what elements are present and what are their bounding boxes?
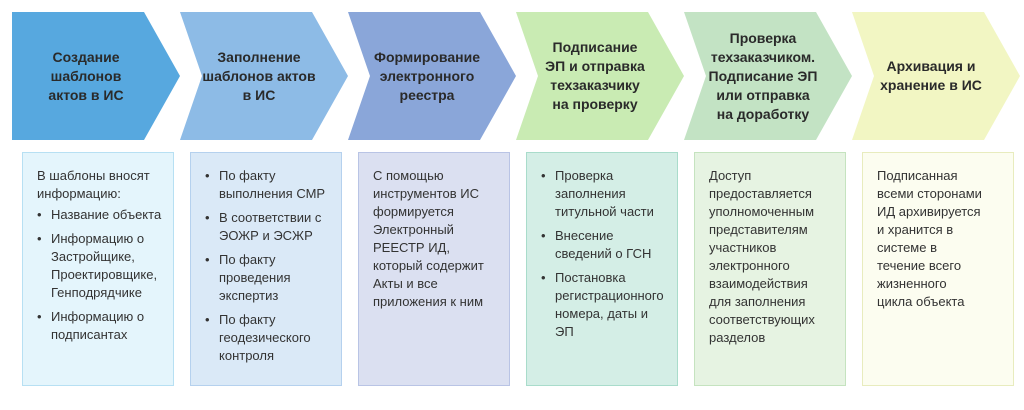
step-bullet-item: Информацию о подписантах — [37, 308, 165, 344]
step-arrow-3: Формирование электронного реестра — [348, 12, 518, 140]
step-bullet-list: Проверка заполнения титульной частиВнесе… — [541, 167, 669, 341]
chevron-arrow-fill — [348, 12, 516, 140]
step-description-box-6: Подписанная всеми сторонами ИД архивируе… — [862, 152, 1014, 386]
step-arrow-4: Подписание ЭП и отправка техзаказчику на… — [516, 12, 686, 140]
step-bullet-item: По факту выполнения СМР — [205, 167, 333, 203]
step-title: Заполнение шаблонов актов в ИС — [202, 48, 316, 103]
step-bullet-item: Проверка заполнения титульной части — [541, 167, 669, 221]
chevron-arrow-shape — [516, 12, 684, 140]
step-bullet-item: Информацию о Застройщике, Проектировщике… — [37, 230, 165, 302]
step-description-text: С помощью инструментов ИС формируется Эл… — [373, 168, 484, 309]
step-title: Создание шаблонов актов в ИС — [48, 48, 124, 103]
step-description-text: В шаблоны вносят информацию: — [37, 168, 150, 201]
step-arrow-5: Проверка техзаказчиком. Подписание ЭП ил… — [684, 12, 854, 140]
chevron-arrow-shape — [852, 12, 1020, 140]
chevron-arrow-fill — [684, 12, 852, 140]
step-title: Проверка техзаказчиком. Подписание ЭП ил… — [708, 29, 818, 122]
step-bullet-item: В соответствии с ЭОЖР и ЭСЖР — [205, 209, 333, 245]
step-arrow-6: Архивация и хранение в ИС — [852, 12, 1022, 140]
chevron-arrow-fill — [12, 12, 180, 140]
chevron-arrow-shape — [684, 12, 852, 140]
step-bullet-item: По факту геодезического контроля — [205, 311, 333, 365]
step-title: Архивация и хранение в ИС — [880, 58, 982, 93]
step-description-text: Доступ предоставляется уполномоченным пр… — [709, 168, 815, 345]
chevron-arrow-shape — [180, 12, 348, 140]
chevron-arrow-fill — [180, 12, 348, 140]
step-bullet-list: Название объектаИнформацию о Застройщике… — [37, 206, 165, 344]
step-bullet-item: Название объекта — [37, 206, 165, 224]
step-description-box-5: Доступ предоставляется уполномоченным пр… — [694, 152, 846, 386]
chevron-arrow-fill — [852, 12, 1020, 140]
step-bullet-item: По факту проведения экспертиз — [205, 251, 333, 305]
step-title: Подписание ЭП и отправка техзаказчику на… — [545, 39, 645, 112]
step-description-text: Подписанная всеми сторонами ИД архивируе… — [877, 168, 982, 309]
step-bullet-item: Внесение сведений о ГСН — [541, 227, 669, 263]
chevron-arrow-shape — [348, 12, 516, 140]
step-bullet-list: По факту выполнения СМР В соответствии с … — [205, 167, 333, 365]
step-arrow-2: Заполнение шаблонов актов в ИС — [180, 12, 350, 140]
step-bullet-item: Постановка регистрационного номера, даты… — [541, 269, 669, 341]
step-arrow-1: Создание шаблонов актов в ИС — [12, 12, 182, 140]
chevron-arrow-shape — [12, 12, 180, 140]
step-description-box-3: С помощью инструментов ИС формируется Эл… — [358, 152, 510, 386]
chevron-arrow-fill — [516, 12, 684, 140]
step-title: Формирование электронного реестра — [374, 48, 480, 103]
step-description-box-1: В шаблоны вносят информацию: Название объ… — [22, 152, 174, 386]
step-description-box-2: По факту выполнения СМР В соответствии с … — [190, 152, 342, 386]
step-description-box-4: Проверка заполнения титульной частиВнесе… — [526, 152, 678, 386]
